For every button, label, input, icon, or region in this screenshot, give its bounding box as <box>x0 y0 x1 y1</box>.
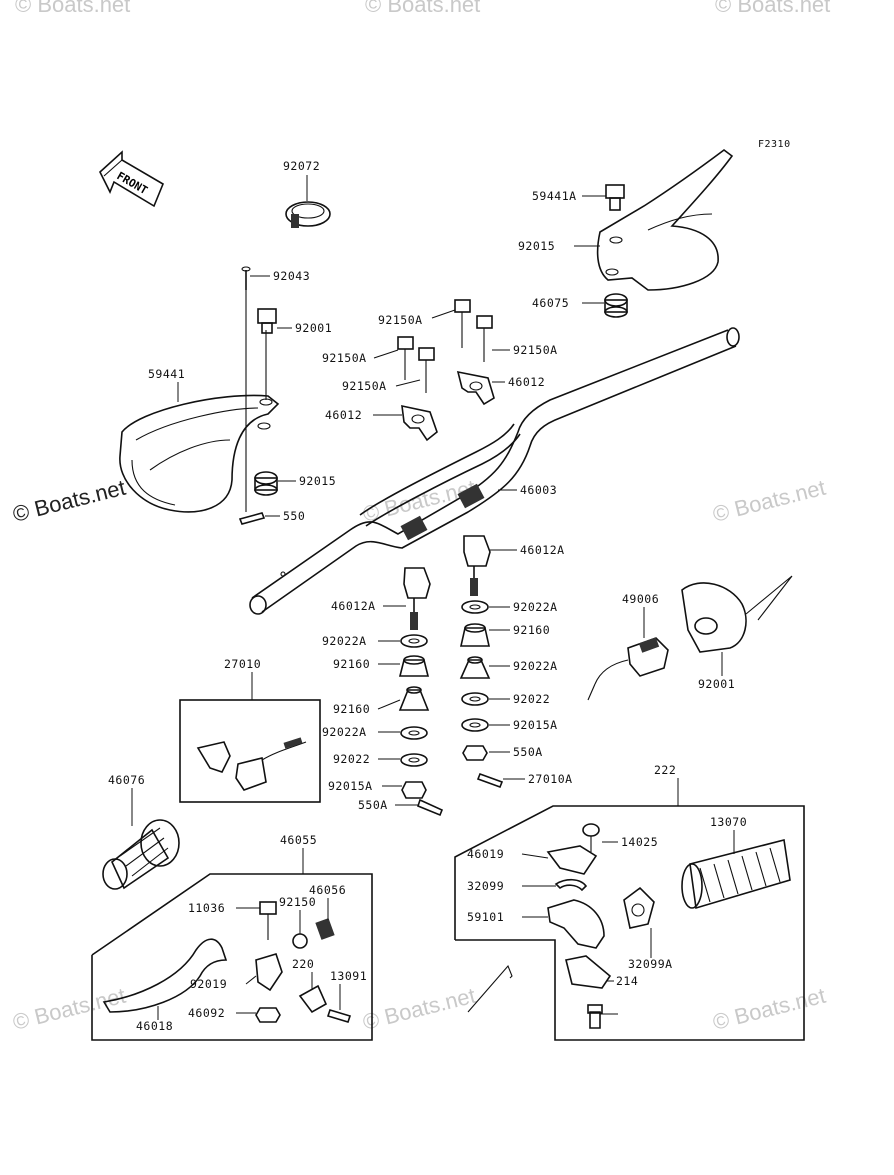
watermark: © Boats.net <box>10 475 128 527</box>
washer-stack-right-part-icon <box>459 600 504 789</box>
hand-guard-left-part-icon <box>119 394 280 513</box>
callout-92001-left: 92001 <box>295 321 332 335</box>
throttle-parts-icon <box>546 823 655 1029</box>
nut-part-icon <box>254 471 278 496</box>
callout-92072: 92072 <box>283 159 320 173</box>
switch-assembly-box <box>179 699 321 803</box>
callout-32099: 59101 <box>467 910 504 924</box>
handlebar-holder-part-icon <box>403 567 431 630</box>
handlebar-holder-part-icon <box>463 535 491 596</box>
callout-92150a: 92150A <box>513 343 558 357</box>
grip-right-part-icon <box>681 839 791 910</box>
callout-92150: 11036 <box>188 901 225 915</box>
watermark: © Boats.net <box>360 983 478 1035</box>
callout-92022a: 92022A <box>322 634 367 648</box>
watermark: © Boats.net <box>15 0 130 17</box>
front-arrow-icon: FRONT <box>99 150 165 208</box>
callout-92150a: 92150A <box>342 379 387 393</box>
callout-92001-right: 59441A <box>532 189 577 203</box>
callout-92015-left: 92015 <box>299 474 336 488</box>
callout-59441a: 92015 <box>518 239 555 253</box>
watermark: © Boats.net <box>365 0 480 17</box>
callout-46076: 46055 <box>280 833 317 847</box>
lever-assembly-box <box>91 873 373 1041</box>
bolt-part-icon <box>605 184 625 211</box>
callout-13070: 32099 <box>467 879 504 893</box>
callout-46092: 46018 <box>136 1019 173 1033</box>
hand-guard-right-part-icon <box>596 149 734 291</box>
callout-92160: 92160 <box>333 702 370 716</box>
watermark: © Boats.net <box>710 983 828 1035</box>
callout-550: 550 <box>283 509 305 523</box>
callout-59101: 32099A <box>628 957 673 971</box>
kill-switch-part-icon <box>587 637 669 701</box>
callout-92015a: 550A <box>513 745 543 759</box>
callout-92150a: 92150A <box>322 351 367 365</box>
callout-92015a: 92015A <box>328 779 373 793</box>
callout-92022a: 92022A <box>322 725 367 739</box>
callout-92022a: 92022A <box>513 600 558 614</box>
callout-46012: 46012 <box>508 375 545 389</box>
callout-46012a-right: 46012A <box>520 543 565 557</box>
throttle-housing-part-icon <box>681 575 793 653</box>
callout-92022: 92015A <box>513 718 558 732</box>
callout-92043: 92043 <box>273 269 310 283</box>
callout-49006: 92001 <box>698 677 735 691</box>
callout-46075: 46076 <box>108 773 145 787</box>
callout-92150a: 92150A <box>378 313 423 327</box>
nut-part-icon <box>604 293 628 318</box>
callout-13091: 92019 <box>190 977 227 991</box>
callout-59441: 59441 <box>148 367 185 381</box>
callout-27010: 49006 <box>622 592 659 606</box>
callout-550a: 550A <box>358 798 388 812</box>
watermark: © Boats.net <box>710 475 828 527</box>
callout-27010a: 27010 <box>224 657 261 671</box>
callout-220: 13091 <box>330 969 367 983</box>
callout-92160: 92160 <box>513 623 550 637</box>
callout-92015-right: 46075 <box>532 296 569 310</box>
switch-part-icon <box>196 737 307 791</box>
callout-92160: 92022A <box>513 659 558 673</box>
callout-46019: 13070 <box>710 815 747 829</box>
callout-14025: 46019 <box>467 847 504 861</box>
callout-92022: 92022 <box>333 752 370 766</box>
callout-46003: 46003 <box>520 483 557 497</box>
callout-46012a-left: 46012A <box>331 599 376 613</box>
callout-32099a: 214 <box>616 974 638 988</box>
washer-stack-left-part-icon <box>398 634 444 817</box>
callout-11036: 220 <box>292 957 314 971</box>
callout-92019: 46092 <box>188 1006 225 1020</box>
callout-222: 14025 <box>621 835 658 849</box>
callout-46018: 222 <box>654 763 676 777</box>
watermark: © Boats.net <box>715 0 830 17</box>
callout-92160: 92160 <box>333 657 370 671</box>
handlebar-part-icon <box>249 327 740 615</box>
grip-left-part-icon <box>102 819 180 890</box>
throttle-assembly-box <box>454 805 805 1041</box>
callout-46056: 92150 <box>279 895 316 909</box>
callout-92022a: 92022 <box>513 692 550 706</box>
clamp-ring-part-icon <box>285 201 331 228</box>
bolt-part-icon <box>257 308 277 334</box>
callout-550a: 27010A <box>528 772 573 786</box>
bolt-group-part-icon <box>397 299 493 393</box>
watermark: © Boats.net <box>10 983 128 1035</box>
callout-46055: 46056 <box>309 883 346 897</box>
handlebar-clamp-part-icon <box>401 370 495 442</box>
diagram-code: F2310 <box>758 139 791 150</box>
callout-46012: 46012 <box>325 408 362 422</box>
